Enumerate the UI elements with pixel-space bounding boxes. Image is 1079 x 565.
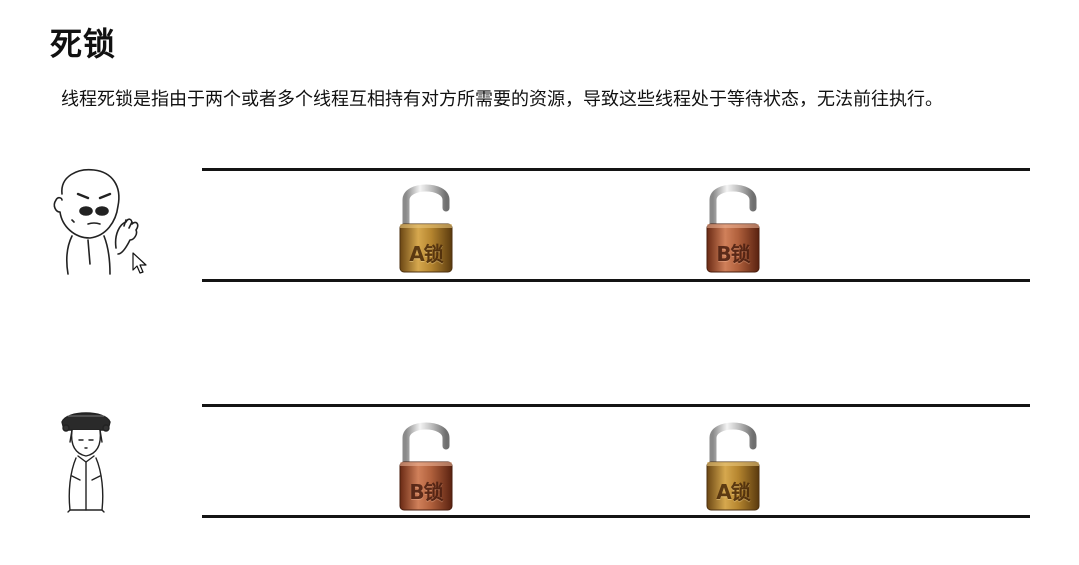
lock-label: B锁 <box>716 242 750 266</box>
lock-label: A锁 <box>409 242 443 266</box>
thread-row-2: B锁 <box>0 394 1079 534</box>
lock-icon: A锁 <box>705 416 765 516</box>
lock-icon: B锁 <box>398 416 458 516</box>
page-title: 死锁 <box>50 25 117 63</box>
rail-line <box>202 404 1030 407</box>
description-text: 线程死锁是指由于两个或者多个线程互相持有对方所需要的资源，导致这些线程处于等待状… <box>61 89 943 110</box>
lock-icon: B锁 <box>705 178 765 278</box>
man-thread-icon <box>44 164 144 280</box>
lock-icon: A锁 <box>398 178 458 278</box>
rail-line <box>202 279 1030 282</box>
mouse-cursor-icon <box>132 252 148 280</box>
lock-label: B锁 <box>409 480 443 504</box>
woman-thread-icon <box>58 406 114 518</box>
lock-label: A锁 <box>716 480 750 504</box>
rail-line <box>202 515 1030 518</box>
rail-line <box>202 168 1030 171</box>
thread-row-1: A锁 <box>0 158 1079 298</box>
